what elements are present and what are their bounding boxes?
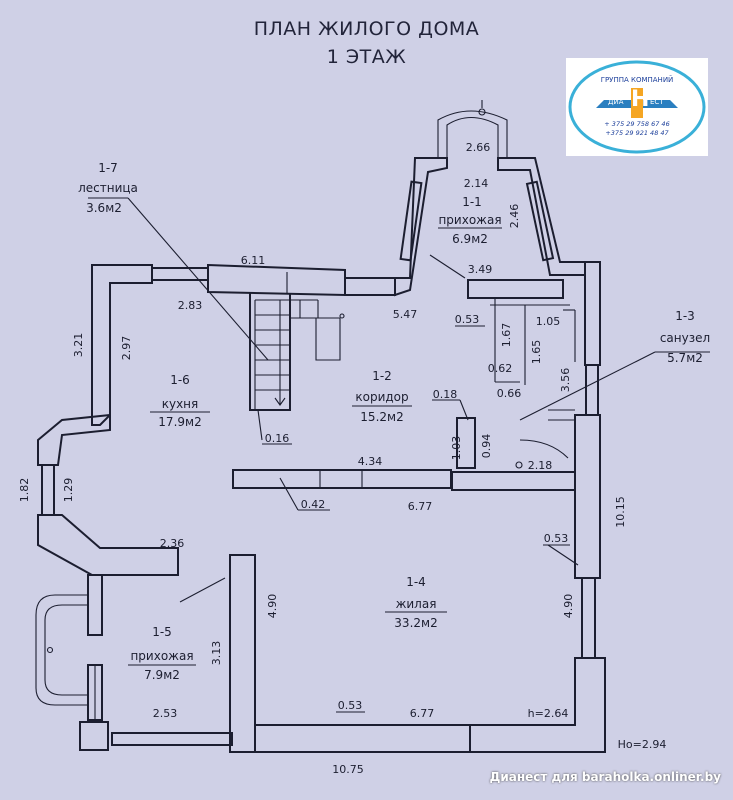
logo-ellipse-icon <box>568 60 706 154</box>
svg-text:33.2м2: 33.2м2 <box>394 616 437 630</box>
svg-text:1.65: 1.65 <box>530 340 543 365</box>
svg-text:2.66: 2.66 <box>466 141 491 154</box>
svg-text:5.47: 5.47 <box>393 308 418 321</box>
svg-text:1.03: 1.03 <box>450 436 463 461</box>
svg-text:4.90: 4.90 <box>266 594 279 619</box>
svg-text:4.34: 4.34 <box>358 455 383 468</box>
floor-title: 1 ЭТАЖ <box>326 46 407 68</box>
svg-text:1-2: 1-2 <box>372 369 392 383</box>
svg-text:1.29: 1.29 <box>62 478 75 503</box>
svg-text:0.66: 0.66 <box>497 387 522 400</box>
room-label-1-1: 1-1 прихожая 6.9м2 <box>438 195 502 246</box>
room-label-1-6: 1-6 кухня 17.9м2 <box>150 373 210 429</box>
room-label-1-7: 1-7 лестница 3.6м2 <box>78 161 138 215</box>
svg-text:Hо=2.94: Hо=2.94 <box>618 738 667 751</box>
svg-text:санузел: санузел <box>660 331 710 345</box>
svg-text:h=2.64: h=2.64 <box>528 707 569 720</box>
svg-text:жилая: жилая <box>396 597 437 611</box>
dimension-labels: 2.66 2.14 2.46 3.49 6.11 2.83 5.47 0.53 … <box>18 141 666 776</box>
logo-phone-2: +375 29 921 48 47 <box>605 129 669 137</box>
svg-text:лестница: лестница <box>78 181 138 195</box>
svg-text:3.21: 3.21 <box>72 333 85 358</box>
svg-text:0.16: 0.16 <box>265 432 290 445</box>
svg-text:0.53: 0.53 <box>338 699 363 712</box>
svg-text:3.49: 3.49 <box>468 263 493 276</box>
svg-text:0.62: 0.62 <box>488 362 513 375</box>
svg-text:2.53: 2.53 <box>153 707 178 720</box>
svg-text:6.9м2: 6.9м2 <box>452 232 488 246</box>
exterior-walls <box>35 100 710 753</box>
svg-text:2.46: 2.46 <box>508 204 521 229</box>
svg-text:2.14: 2.14 <box>464 177 489 190</box>
svg-text:2.36: 2.36 <box>160 537 185 550</box>
svg-text:10.75: 10.75 <box>332 763 364 776</box>
room-label-1-5: 1-5 прихожая 7.9м2 <box>128 625 196 682</box>
svg-text:прихожая: прихожая <box>438 213 501 227</box>
logo-brand-right: ЕСТ <box>650 98 664 106</box>
svg-text:1.67: 1.67 <box>500 323 513 348</box>
svg-text:1-7: 1-7 <box>98 161 118 175</box>
svg-text:0.42: 0.42 <box>301 498 326 511</box>
svg-text:1.05: 1.05 <box>536 315 561 328</box>
svg-text:1-6: 1-6 <box>170 373 190 387</box>
svg-text:1-3: 1-3 <box>675 309 695 323</box>
svg-text:1.82: 1.82 <box>18 478 31 503</box>
svg-text:2.83: 2.83 <box>178 299 203 312</box>
room-label-1-4: 1-4 жилая 33.2м2 <box>385 575 447 630</box>
room-label-1-3: 1-3 санузел 5.7м2 <box>660 309 710 365</box>
svg-text:кухня: кухня <box>162 397 199 411</box>
room-label-1-2: 1-2 коридор 15.2м2 <box>352 369 412 424</box>
svg-text:4.90: 4.90 <box>562 594 575 619</box>
svg-text:6.77: 6.77 <box>408 500 433 513</box>
svg-text:10.15: 10.15 <box>614 496 627 528</box>
svg-text:прихожая: прихожая <box>130 649 193 663</box>
svg-text:0.53: 0.53 <box>544 532 569 545</box>
svg-text:6.11: 6.11 <box>241 254 266 267</box>
svg-text:2.18: 2.18 <box>528 459 553 472</box>
logo-brand-left: ДИА <box>608 98 624 106</box>
plan-title: ПЛАН ЖИЛОГО ДОМА <box>253 18 480 40</box>
svg-text:15.2м2: 15.2м2 <box>360 410 403 424</box>
svg-text:1-5: 1-5 <box>152 625 172 639</box>
svg-text:1-1: 1-1 <box>462 195 482 209</box>
watermark-caption: Дианест для baraholka.onliner.by <box>489 770 721 784</box>
svg-text:5.7м2: 5.7м2 <box>667 351 703 365</box>
svg-text:7.9м2: 7.9м2 <box>144 668 180 682</box>
svg-text:0.18: 0.18 <box>433 388 458 401</box>
svg-text:3.13: 3.13 <box>210 641 223 666</box>
svg-text:6.77: 6.77 <box>410 707 435 720</box>
svg-text:3.56: 3.56 <box>559 368 572 393</box>
logo-phone-1: + 375 29 758 67 46 <box>604 120 670 128</box>
svg-text:3.6м2: 3.6м2 <box>86 201 122 215</box>
svg-text:2.97: 2.97 <box>120 336 133 361</box>
svg-text:0.53: 0.53 <box>455 313 480 326</box>
logo-company: ГРУППА КОМПАНИЙ <box>600 76 674 84</box>
company-logo: ГРУППА КОМПАНИЙ ДИА Н ЕСТ + 375 29 758 6… <box>566 58 708 156</box>
svg-text:17.9м2: 17.9м2 <box>158 415 201 429</box>
svg-text:коридор: коридор <box>355 390 408 404</box>
svg-text:0.94: 0.94 <box>480 434 493 459</box>
svg-text:1-4: 1-4 <box>406 575 426 589</box>
